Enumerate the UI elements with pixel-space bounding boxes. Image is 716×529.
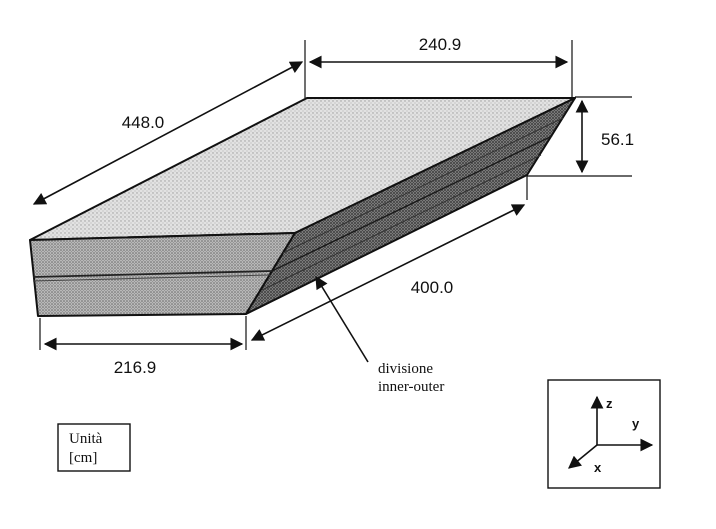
dimension-top-length: 448.0: [32, 61, 304, 205]
front-division-line-lower: [32, 274, 271, 282]
axes-legend: z y x: [547, 379, 661, 489]
dimension-height: 56.1: [527, 96, 634, 177]
slab-body: [29, 97, 576, 317]
units-label-line2: [cm]: [69, 450, 97, 466]
division-label-line2: inner-outer: [378, 379, 444, 395]
top-length-label: 448.0: [122, 113, 165, 132]
x-axis-label: x: [594, 460, 602, 475]
y-axis-label: y: [632, 416, 640, 431]
dimension-top-width: 240.9: [304, 35, 573, 98]
units-box: Unità [cm]: [57, 423, 131, 472]
front-width-label: 216.9: [114, 358, 157, 377]
height-label: 56.1: [601, 130, 634, 149]
units-label-line1: Unità: [69, 431, 103, 447]
division-label-line1: divisione: [378, 361, 433, 377]
dimension-front-width: 216.9: [39, 316, 247, 377]
bottom-length-label: 400.0: [411, 278, 454, 297]
x-axis-arrow: [568, 444, 598, 469]
top-width-label: 240.9: [419, 35, 462, 54]
front-division-line-upper: [32, 270, 273, 278]
z-axis-label: z: [606, 396, 613, 411]
dimension-bottom-length: 400.0: [250, 176, 528, 341]
division-annotation: divisione inner-outer: [315, 275, 444, 395]
